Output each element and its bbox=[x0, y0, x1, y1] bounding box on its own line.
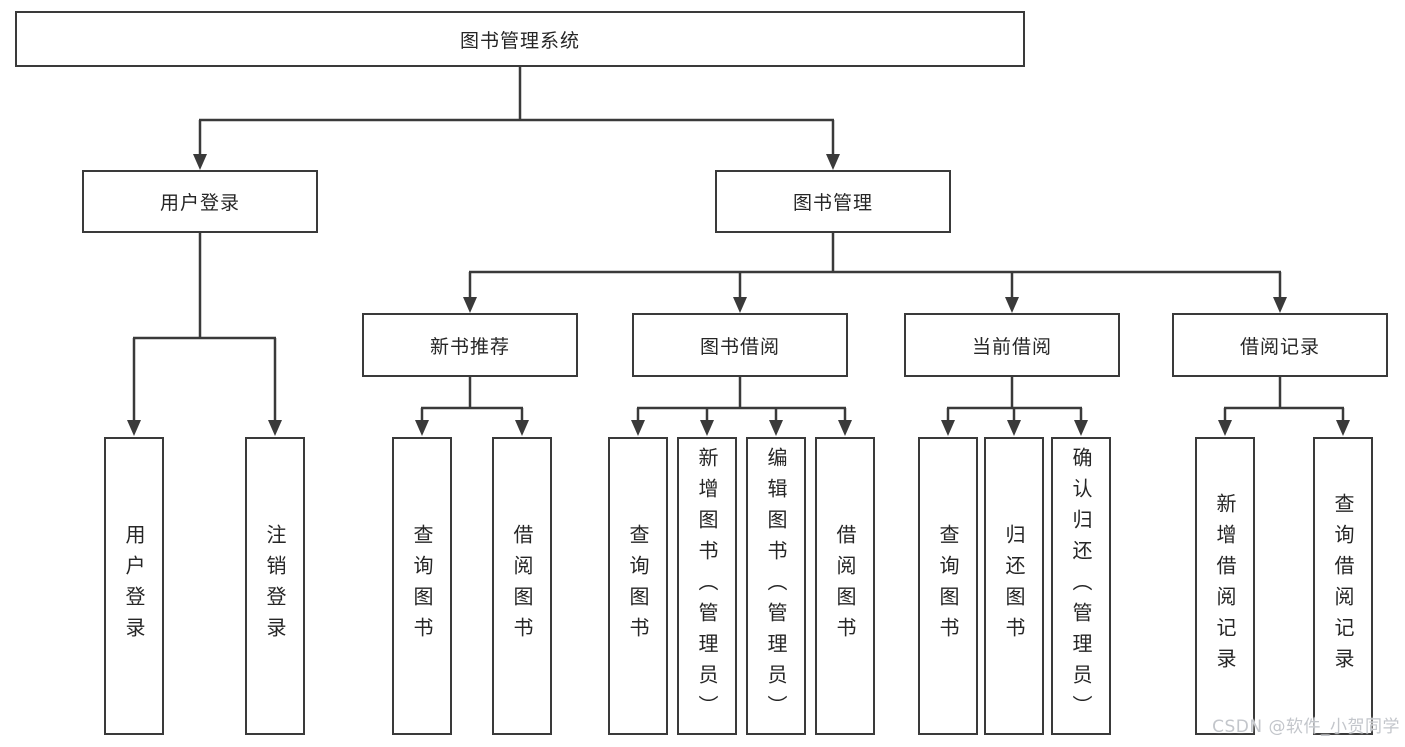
leaf-bb-query-books: 查询图书 bbox=[608, 437, 668, 735]
leaf-cb-confirm-return-admin-label: 确认归还（管理员） bbox=[1069, 446, 1093, 726]
leaf-bb-add-books-admin: 新增图书（管理员） bbox=[677, 437, 737, 735]
leaf-cb-query-books-label: 查询图书 bbox=[936, 524, 960, 648]
leaf-cb-return-books-label: 归还图书 bbox=[1002, 524, 1026, 648]
leaf-br-add-record: 新增借阅记录 bbox=[1195, 437, 1255, 735]
node-user-login: 用户登录 bbox=[82, 170, 318, 233]
leaf-user-login: 用户登录 bbox=[104, 437, 164, 735]
leaf-cb-return-books: 归还图书 bbox=[984, 437, 1044, 735]
leaf-nb-borrow-books-label: 借阅图书 bbox=[510, 524, 534, 648]
leaf-bb-edit-books-admin: 编辑图书（管理员） bbox=[746, 437, 806, 735]
leaf-bb-add-books-admin-label: 新增图书（管理员） bbox=[695, 446, 719, 726]
leaf-nb-query-books: 查询图书 bbox=[392, 437, 452, 735]
leaf-user-login-label: 用户登录 bbox=[122, 524, 146, 648]
leaf-cb-query-books: 查询图书 bbox=[918, 437, 978, 735]
leaf-nb-query-books-label: 查询图书 bbox=[410, 524, 434, 648]
node-library-management-system: 图书管理系统 bbox=[15, 11, 1025, 67]
leaf-br-query-record-label: 查询借阅记录 bbox=[1331, 493, 1355, 679]
node-book-borrow: 图书借阅 bbox=[632, 313, 848, 377]
csdn-watermark: CSDN @软件_小贺同学 bbox=[1212, 717, 1400, 737]
node-book-management: 图书管理 bbox=[715, 170, 951, 233]
node-borrow-records: 借阅记录 bbox=[1172, 313, 1388, 377]
leaf-bb-borrow-books-label: 借阅图书 bbox=[833, 524, 857, 648]
leaf-cb-confirm-return-admin: 确认归还（管理员） bbox=[1051, 437, 1111, 735]
leaf-br-query-record: 查询借阅记录 bbox=[1313, 437, 1373, 735]
node-current-borrow: 当前借阅 bbox=[904, 313, 1120, 377]
leaf-bb-edit-books-admin-label: 编辑图书（管理员） bbox=[764, 446, 788, 726]
leaf-bb-borrow-books: 借阅图书 bbox=[815, 437, 875, 735]
node-new-book-recommend: 新书推荐 bbox=[362, 313, 578, 377]
leaf-logout-label: 注销登录 bbox=[263, 524, 287, 648]
leaf-bb-query-books-label: 查询图书 bbox=[626, 524, 650, 648]
leaf-nb-borrow-books: 借阅图书 bbox=[492, 437, 552, 735]
leaf-br-add-record-label: 新增借阅记录 bbox=[1213, 493, 1237, 679]
leaf-logout: 注销登录 bbox=[245, 437, 305, 735]
